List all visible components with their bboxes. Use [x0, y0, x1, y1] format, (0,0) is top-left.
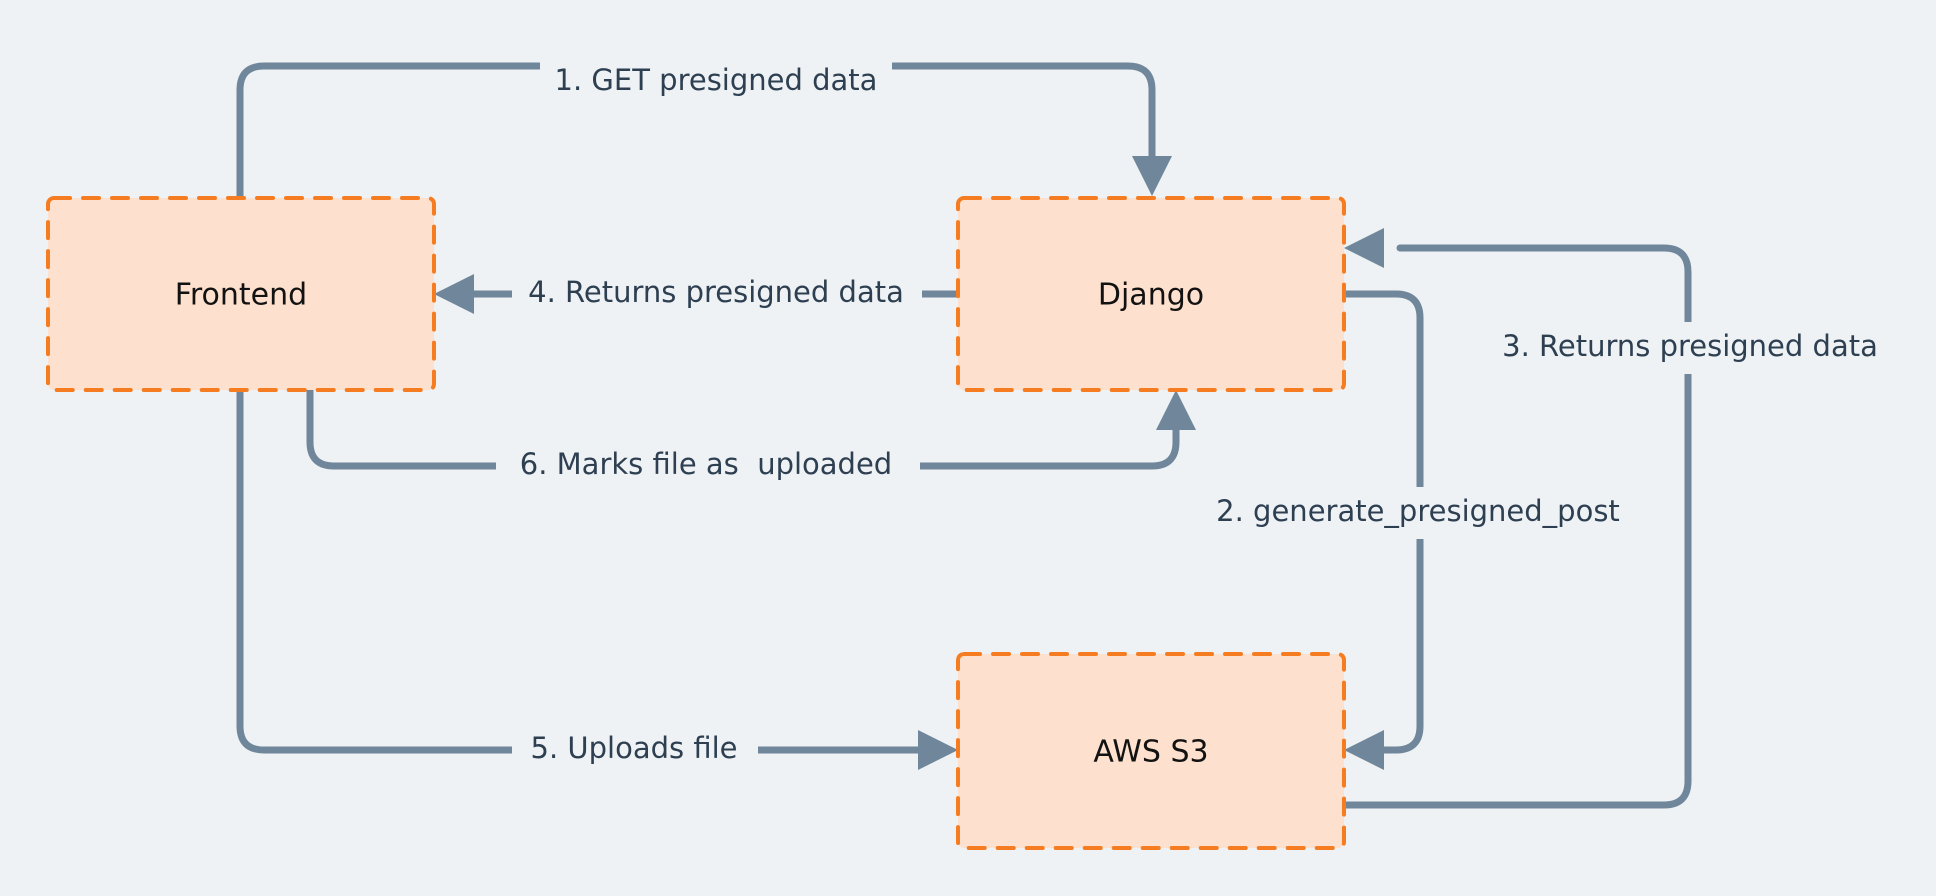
edge-6-arrowhead — [1156, 390, 1196, 430]
edge-5-label: 5. Uploads file — [531, 731, 738, 765]
node-frontend-label: Frontend — [175, 278, 307, 313]
node-aws-s3[interactable]: AWS S3 — [956, 652, 1346, 850]
edge-4-arrowhead — [434, 274, 474, 314]
edge-5-label-backdrop — [512, 724, 758, 776]
node-frontend[interactable]: Frontend — [46, 196, 436, 392]
edge-1-arrowhead — [1132, 156, 1172, 196]
node-django-label: Django — [1098, 278, 1204, 313]
edge-2-generate-presigned-post: 2. generate_presigned_post — [1190, 290, 1646, 770]
edge-6-marks-file-as-uploaded: 6. Marks file as uploaded — [306, 386, 1196, 492]
edge-5-uploads-file: 5. Uploads file — [236, 386, 958, 776]
edge-3-returns-presigned-data: 3. Returns presigned data — [1340, 228, 1898, 809]
edge-4-label: 4. Returns presigned data — [528, 275, 904, 309]
node-aws-s3-box[interactable] — [956, 652, 1346, 850]
edge-1-label: 1. GET presigned data — [555, 63, 878, 97]
node-django[interactable]: Django — [956, 196, 1346, 392]
edge-4-returns-presigned-data: 4. Returns presigned data — [434, 268, 962, 320]
edge-5-arrowhead — [918, 730, 958, 770]
edge-1-get-presigned-data: 1. GET presigned data — [236, 56, 1172, 202]
edge-4-label-backdrop — [512, 268, 922, 320]
node-django-box[interactable] — [956, 196, 1346, 392]
edge-3-arrowhead — [1344, 228, 1384, 268]
edge-2-arrowhead — [1344, 730, 1384, 770]
edge-3-label-backdrop — [1482, 322, 1898, 374]
node-frontend-box[interactable] — [46, 196, 436, 392]
edge-5-path — [236, 386, 934, 754]
edge-3-label: 3. Returns presigned data — [1502, 329, 1878, 363]
edge-3-path — [1340, 244, 1692, 809]
edge-1-label-backdrop — [540, 56, 892, 106]
edge-2-label: 2. generate_presigned_post — [1216, 494, 1620, 528]
edge-6-label: 6. Marks file as uploaded — [520, 447, 892, 481]
node-aws-s3-label: AWS S3 — [1093, 735, 1208, 770]
edge-6-label-backdrop — [496, 440, 920, 492]
edge-2-label-backdrop — [1190, 487, 1646, 539]
